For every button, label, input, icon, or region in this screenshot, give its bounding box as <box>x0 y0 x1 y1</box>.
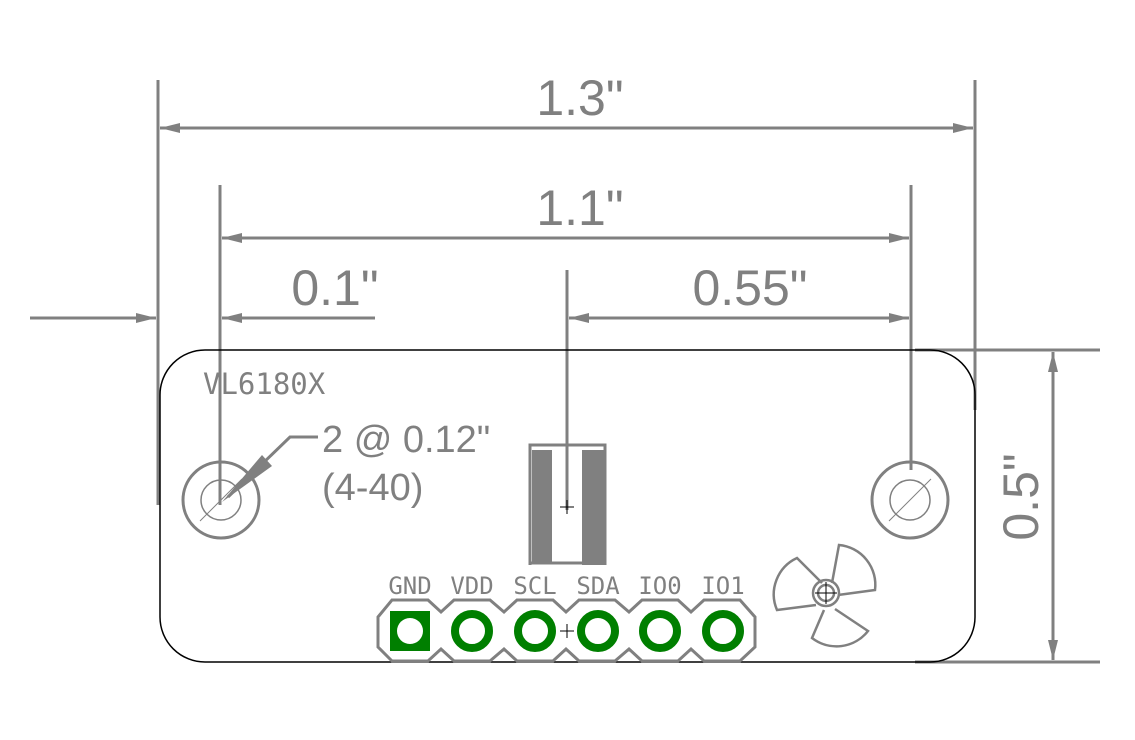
dim-label-0-1: 0.1" <box>291 260 378 316</box>
pin-label-sda: SDA <box>576 572 620 600</box>
pin-label-io0: IO0 <box>638 572 681 600</box>
sensor-footprint <box>528 443 607 565</box>
fan-logo-icon <box>772 543 877 648</box>
pin-pad-gnd <box>390 611 430 651</box>
pin-label-gnd: GND <box>388 572 431 600</box>
pin-pad-vdd <box>451 610 493 652</box>
pin-label-io1: IO1 <box>701 572 744 600</box>
hole-note-size: 2 @ 0.12" <box>322 419 490 461</box>
pin-label-vdd: VDD <box>450 572 493 600</box>
leader-arrow <box>222 455 272 502</box>
pin-pad-io1 <box>702 610 744 652</box>
board-outline <box>159 349 976 663</box>
dim-label-1-1: 1.1" <box>536 180 623 236</box>
pin-pad-sda <box>577 610 619 652</box>
dim-label-0-55: 0.55" <box>692 260 807 316</box>
pin-pad-io0 <box>639 610 681 652</box>
mounting-hole-right <box>870 460 950 540</box>
dim-label-1-3: 1.3" <box>536 70 623 126</box>
mounting-hole-left <box>181 460 261 540</box>
pin-label-scl: SCL <box>513 572 556 600</box>
board-label: VL6180X <box>203 367 326 401</box>
dim-label-0-5: 0.5" <box>993 453 1049 540</box>
pin-pad-scl <box>514 610 556 652</box>
pin-header <box>376 598 757 663</box>
hole-note-screw: (4-40) <box>322 467 423 509</box>
